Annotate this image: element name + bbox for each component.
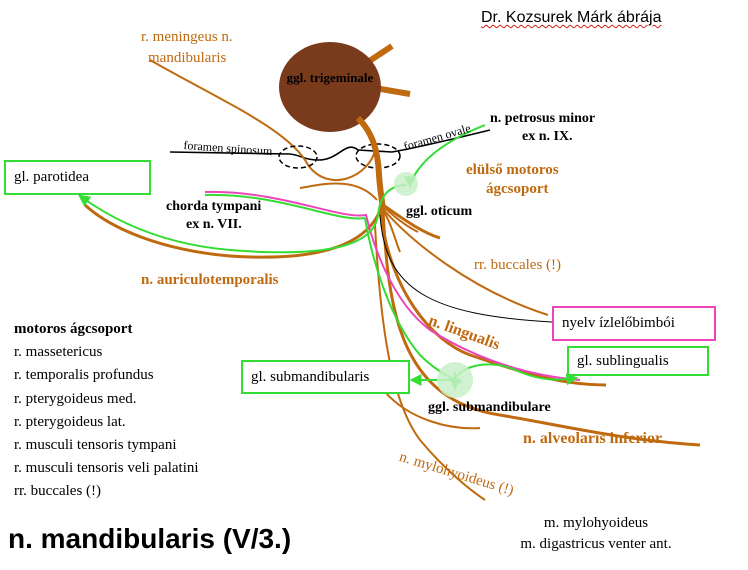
page-title: n. mandibularis (V/3.): [8, 523, 292, 554]
anterior-motor-branch: [382, 203, 441, 240]
meningeus-label-line2: mandibularis: [148, 50, 227, 66]
bottom-muscle-list: m. mylohyoideus m. digastricus venter an…: [496, 513, 696, 555]
alveolaris-label: n. alveolaris inferior: [523, 430, 663, 447]
mylohyoid-nerve: [374, 224, 486, 501]
motoros-item: r. pterygoideus lat.: [14, 413, 126, 430]
motoros-item: rr. buccales (!): [14, 483, 102, 500]
ganglion-trigeminale-shape: [279, 42, 381, 132]
alveolar-inferior-nerve: [381, 209, 701, 447]
motor-short-2: [384, 207, 419, 233]
submandibulare-to-sublingualis-fibre: [454, 363, 579, 386]
sublingualis-label: gl. sublingualis: [577, 352, 669, 369]
chorda-label-line2: ex n. VII.: [186, 217, 242, 232]
ggl-oticum-label: ggl. oticum: [406, 204, 473, 219]
taste-line: [379, 214, 553, 323]
auriculotemporal-nerve: [83, 203, 384, 259]
elulso-label-line2: ágcsoport: [486, 181, 549, 197]
ggl-oticum-shape: [394, 172, 418, 196]
ggl-submandibulare-label: ggl. submandibulare: [428, 400, 551, 415]
nyelv-label: nyelv ízlelőbimbói: [562, 315, 675, 331]
meningeal-branch: [149, 59, 376, 182]
chorda-tympani-pink: [204, 190, 581, 381]
author-credit: Dr. Kozsurek Márk ábrája: [481, 9, 662, 26]
parotidea-label: gl. parotidea: [14, 169, 89, 185]
auriculotemporalis-label: n. auriculotemporalis: [141, 272, 279, 288]
motoros-item: r. pterygoideus med.: [14, 390, 137, 407]
motor-short-1: [382, 209, 401, 253]
mylohyoid-twig: [384, 391, 481, 430]
foramen-spinosum-ring: [278, 145, 318, 169]
parotidea-box: gl. parotidea: [4, 160, 151, 195]
lingual-nerve: [378, 209, 607, 387]
submandibularis-label: gl. submandibularis: [251, 368, 370, 385]
trigeminal-root-1: [366, 43, 394, 65]
petrosus-label-line2: ex n. IX.: [522, 129, 573, 144]
elulso-label-line1: elülső motoros: [466, 162, 559, 178]
bottom-muscle-item: m. digastricus venter ant.: [520, 536, 672, 552]
otic-to-parotid-fibre: [78, 184, 408, 254]
motoros-item: r. musculi tensoris tympani: [14, 437, 177, 454]
nyelv-box: nyelv ízlelőbimbói: [552, 306, 716, 341]
sublingualis-box: gl. sublingualis: [567, 346, 709, 376]
rr-buccales-label: rr. buccales (!): [474, 257, 562, 273]
meningeus-label-line1: r. meningeus n.: [141, 29, 233, 45]
bottom-muscle-item: m. mylohyoideus: [543, 515, 649, 531]
motoros-heading: motoros ágcsoport: [14, 321, 133, 337]
motoros-item: r. temporalis profundus: [14, 367, 154, 384]
auriculotemporal-branch: [299, 182, 378, 201]
chorda-tympani-green: [204, 193, 366, 220]
motoros-item: r. musculi tensoris veli palatini: [14, 460, 199, 477]
petrosus-label-line1: n. petrosus minor: [490, 111, 596, 126]
ganglion-trigeminale-label: ggl. trigeminale: [286, 70, 374, 85]
chorda-label-line1: chorda tympani: [166, 199, 262, 214]
submandibularis-box: gl. submandibularis: [241, 360, 410, 394]
motoros-list: motoros ágcsoport r. massetericus r. tem…: [14, 318, 199, 504]
ggl-submandibulare-shape: [437, 362, 473, 398]
motoros-item: r. massetericus: [14, 344, 103, 361]
buccal-branch: [383, 209, 549, 316]
